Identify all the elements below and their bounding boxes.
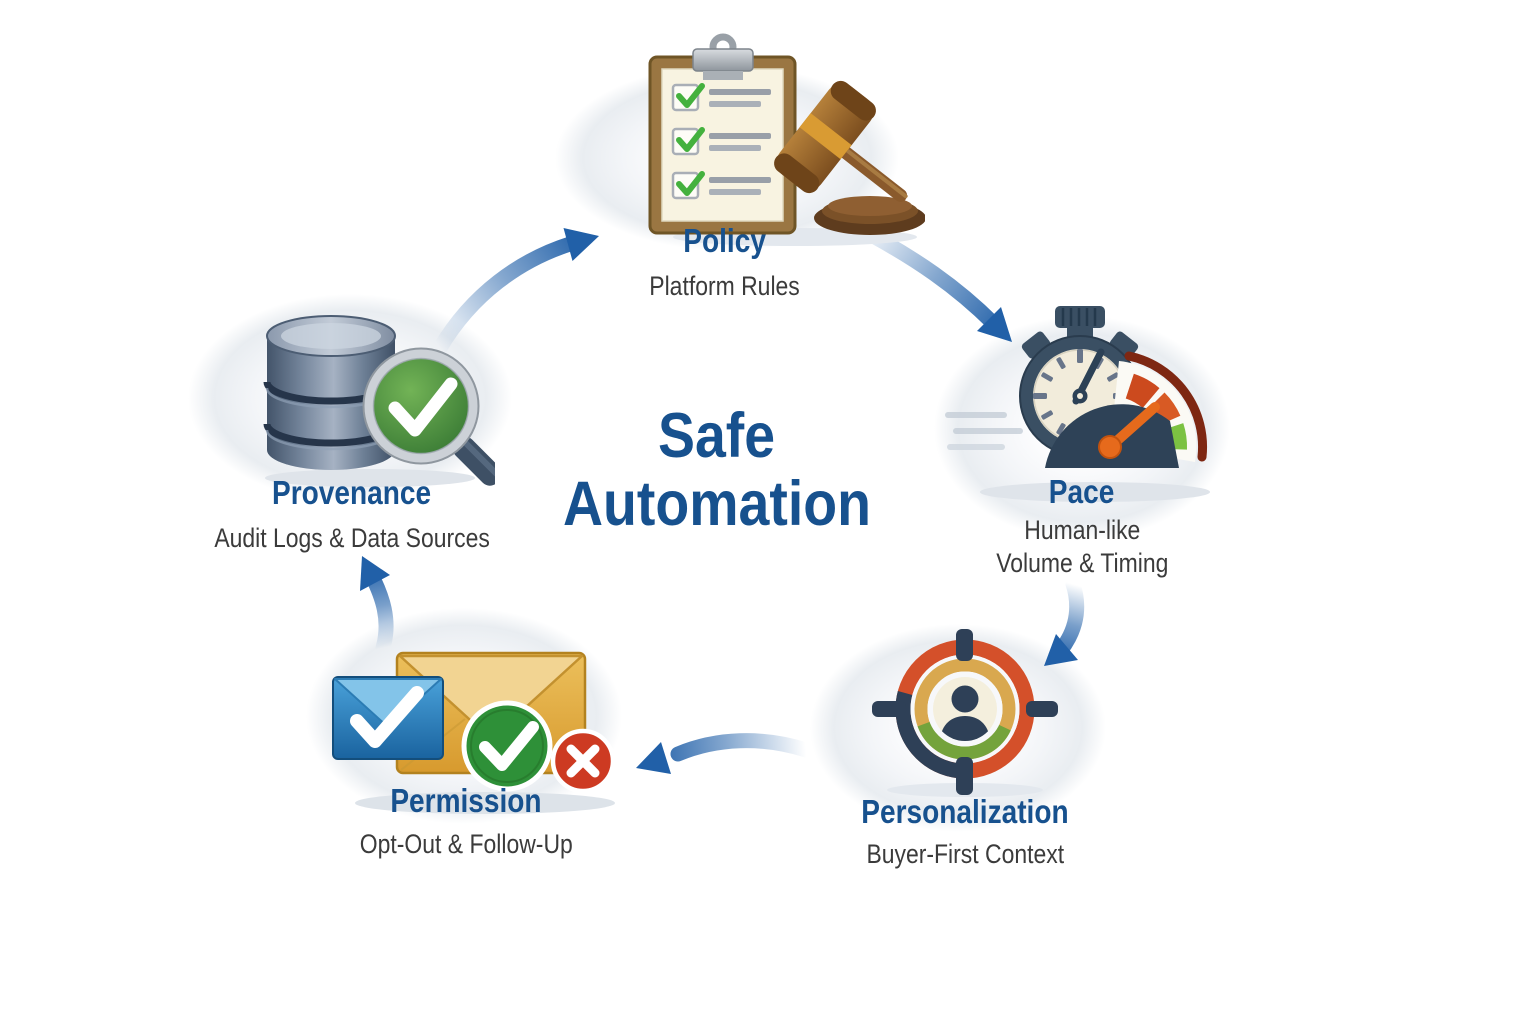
- provenance-subtitle: Audit Logs & Data Sources: [214, 523, 490, 553]
- database-verified-magnifier-icon: [263, 315, 495, 487]
- diagram-title-line1: Safe: [658, 401, 776, 471]
- personalization-subtitle: Buyer-First Context: [866, 839, 1064, 869]
- permission-subtitle: Opt-Out & Follow-Up: [359, 829, 573, 859]
- envelopes-approve-decline-icon: [332, 651, 616, 814]
- node-personalization: Personalization Buyer-First Context: [795, 610, 1135, 900]
- permission-title: Permission: [390, 782, 542, 819]
- policy-title: Policy: [683, 222, 767, 259]
- node-provenance: Provenance Audit Logs & Data Sources: [162, 294, 542, 585]
- target-person-icon: [872, 629, 1058, 797]
- arrow-permission-to-provenance: [360, 556, 394, 656]
- arrow-personalization-to-permission: [636, 733, 814, 774]
- policy-subtitle: Platform Rules: [649, 271, 801, 301]
- diagram-title-line2: Automation: [563, 469, 871, 539]
- pace-title: Pace: [1049, 473, 1115, 510]
- node-permission: Permission Opt-Out & Follow-Up: [296, 608, 636, 900]
- arrow-provenance-to-policy: [432, 228, 599, 356]
- clipboard-checklist-gavel-icon: [648, 33, 925, 246]
- personalization-title: Personalization: [861, 793, 1069, 830]
- stopwatch-speed-gauge-icon: [945, 306, 1210, 502]
- pace-subtitle-line1: Human-like: [1023, 515, 1141, 545]
- diagram-title: Safe Automation: [527, 402, 907, 538]
- arrow-pace-to-personalization: [1044, 576, 1085, 666]
- node-policy: Policy Platform Rules: [535, 28, 925, 318]
- provenance-title: Provenance: [272, 474, 432, 511]
- node-pace: Pace Human-like Volume & Timing: [922, 300, 1242, 600]
- pace-subtitle-line2: Volume & Timing: [995, 548, 1169, 578]
